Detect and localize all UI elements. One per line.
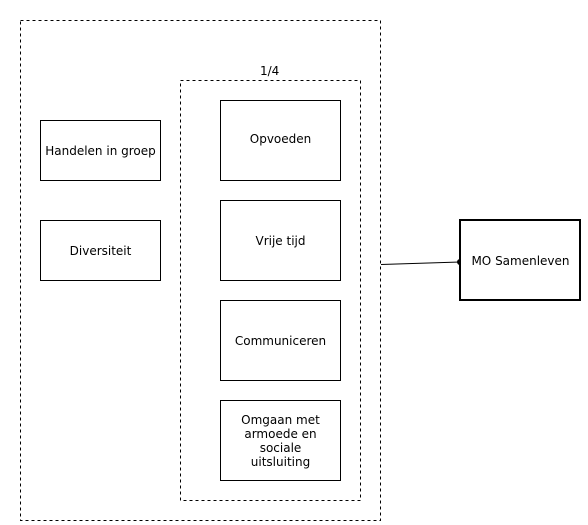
label-communiceren: Communiceren bbox=[234, 333, 327, 348]
box-communiceren[interactable] bbox=[220, 300, 341, 381]
label-mo-samenleven: MO Samenleven bbox=[471, 253, 570, 268]
box-diversiteit[interactable] bbox=[40, 220, 161, 281]
box-opvoeden[interactable] bbox=[220, 100, 341, 181]
inner-group-frame[interactable] bbox=[180, 80, 361, 501]
label-omgaan-met-armoede: Omgaan met armoede en sociale uitsluitin… bbox=[241, 412, 320, 469]
label-diversiteit: Diversiteit bbox=[69, 243, 132, 258]
label-opvoeden: Opvoeden bbox=[249, 132, 312, 146]
box-handelen-in-groep[interactable] bbox=[40, 120, 161, 181]
outer-group-frame[interactable] bbox=[20, 20, 381, 521]
group-label: 1/4 bbox=[260, 64, 280, 78]
box-vrije-tijd[interactable] bbox=[220, 200, 341, 281]
box-omgaan-met-armoede[interactable] bbox=[220, 400, 341, 481]
label-handelen-in-groep: Handelen in groep bbox=[45, 143, 156, 158]
label-vrije-tijd: Vrije tijd bbox=[255, 233, 306, 248]
connector-line[interactable] bbox=[380, 261, 461, 265]
box-mo-samenleven[interactable] bbox=[459, 219, 581, 301]
